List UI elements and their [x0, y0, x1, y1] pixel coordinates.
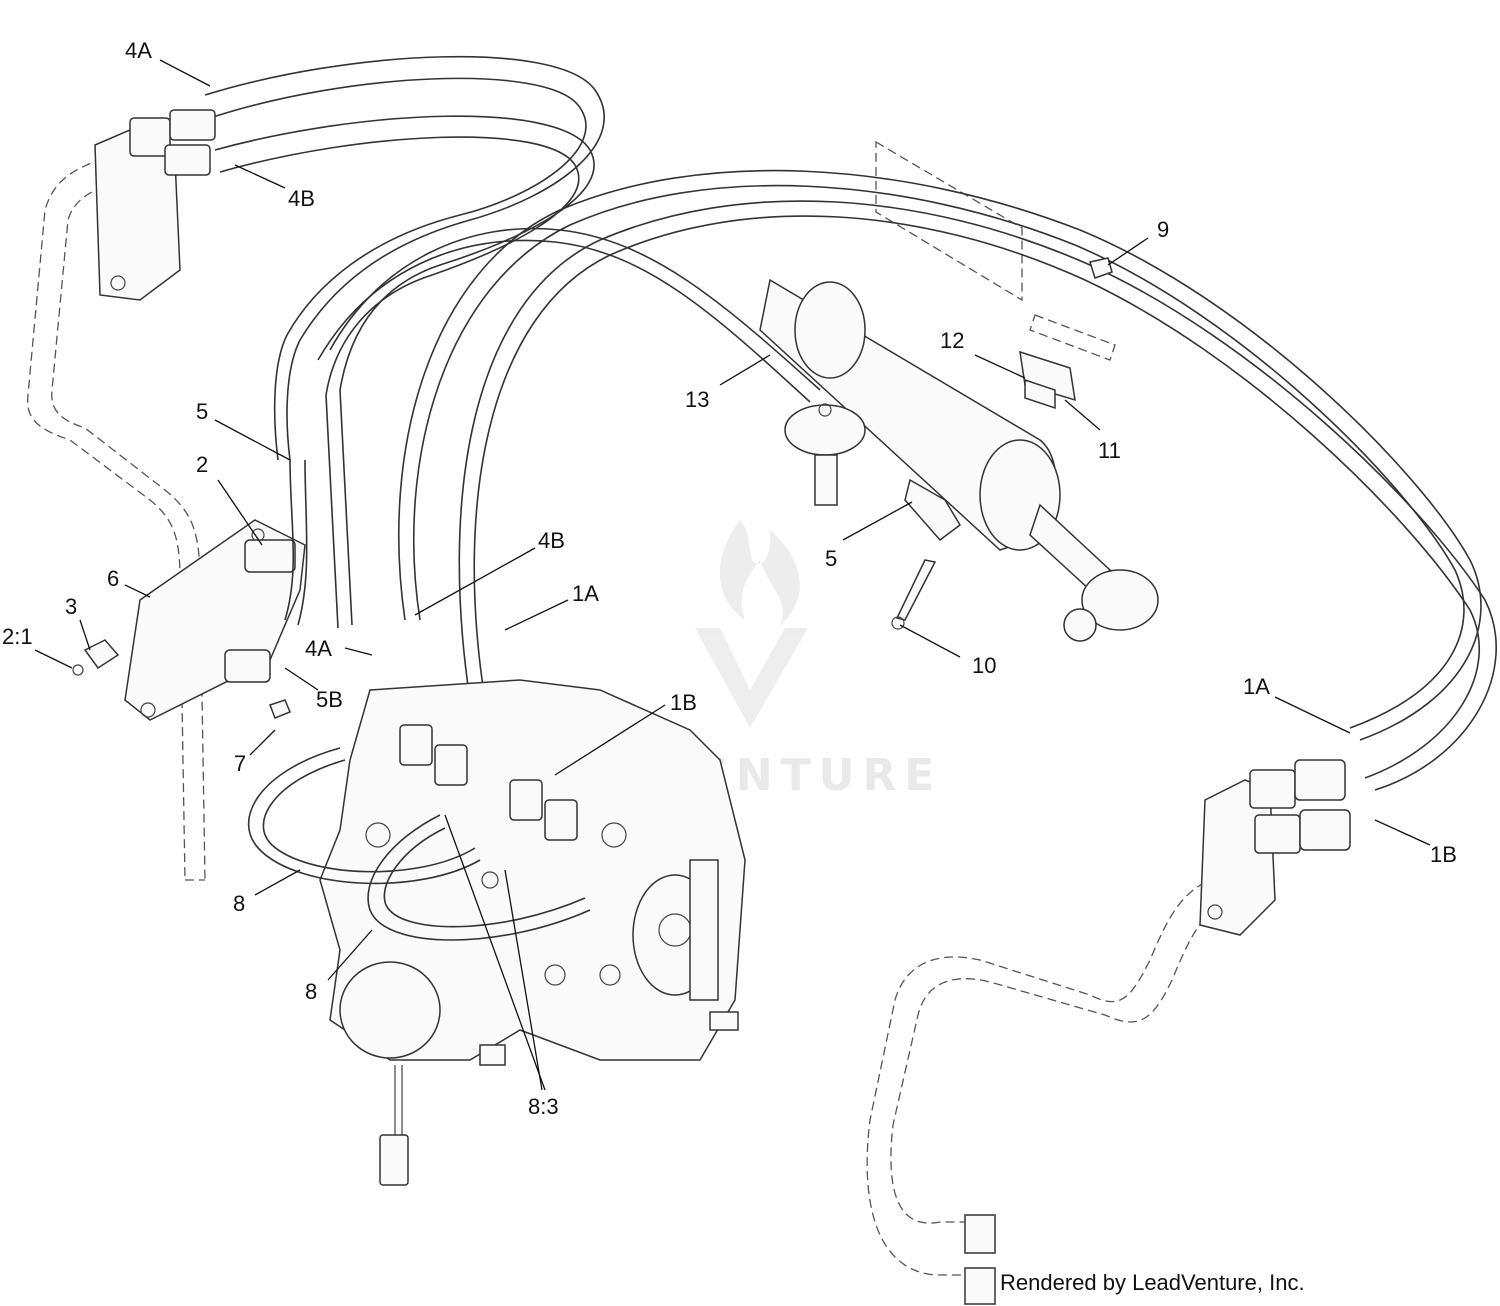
- callout-3: 3: [65, 594, 77, 619]
- callout-2: 2: [196, 452, 208, 477]
- callout-8-upper: 8: [233, 891, 245, 916]
- callout-5b: 5B: [316, 687, 343, 712]
- callout-1b-mid: 1B: [670, 690, 697, 715]
- hydraulic-pump: [319, 679, 746, 1186]
- leader-lines: [34, 59, 1431, 1091]
- steering-cylinder: [759, 278, 1159, 642]
- hose-5: [284, 459, 308, 626]
- hose-4b: [214, 115, 595, 629]
- callout-6: 6: [107, 566, 119, 591]
- hose-4a: [204, 55, 605, 461]
- callout-1a-mid: 1A: [572, 581, 599, 606]
- bracket-6: [72, 519, 306, 721]
- callout-9: 9: [1157, 217, 1169, 242]
- callout-labels: 4A 4B 9 12 13 11 5 2 4B 1A 5 6 3 2:1 4A …: [2, 38, 1457, 1119]
- callout-2-1: 2:1: [2, 624, 33, 649]
- manifold-right: [1199, 759, 1351, 936]
- credit-text: Rendered by LeadVenture, Inc.: [1000, 1270, 1305, 1295]
- callout-5-right: 5: [825, 546, 837, 571]
- callout-12: 12: [940, 328, 964, 353]
- callout-13: 13: [685, 387, 709, 412]
- callout-10: 10: [972, 653, 996, 678]
- callout-11: 11: [1098, 438, 1121, 463]
- callout-8-lower: 8: [305, 979, 317, 1004]
- frame-bracket-dashed: [875, 140, 1116, 361]
- tube-end-fittings: [964, 1214, 996, 1305]
- callout-7: 7: [234, 751, 246, 776]
- callout-5-left: 5: [196, 399, 208, 424]
- callout-1a-right: 1A: [1243, 674, 1270, 699]
- callout-4a-top: 4A: [125, 38, 152, 63]
- watermark-logo: [695, 520, 808, 728]
- manifold-top-left: [94, 109, 216, 301]
- frame-right-dashed: [866, 869, 1256, 1276]
- callout-4b-top: 4B: [288, 186, 315, 211]
- callout-1b-right: 1B: [1430, 842, 1457, 867]
- callout-4a-mid: 4A: [305, 636, 332, 661]
- bolt-10: [891, 559, 937, 630]
- hose-1b: [458, 200, 1497, 791]
- bolt-9: [1089, 257, 1113, 279]
- clamp-11: [1019, 350, 1076, 410]
- hose-13: [317, 227, 821, 403]
- hose-1a: [397, 169, 1482, 741]
- callout-8-3: 8:3: [528, 1094, 559, 1119]
- fitting-5-right: [904, 478, 961, 542]
- callout-4b-mid: 4B: [538, 528, 565, 553]
